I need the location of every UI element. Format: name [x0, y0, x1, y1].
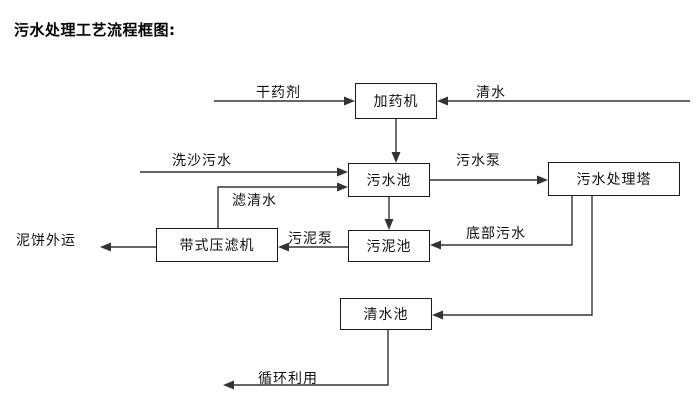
edge-label-dry-chemical: 干药剂: [256, 85, 301, 101]
edge-dosing-to-sewage-pool: [391, 119, 401, 163]
page-title: 污水处理工艺流程框图:: [14, 21, 176, 39]
node-dosing-machine[interactable]: 加药机: [355, 83, 437, 119]
node-sludge-pool[interactable]: 污泥池: [348, 230, 430, 262]
edge-label-sewage-pump: 污水泵: [456, 153, 501, 169]
edge-belt-filter-to-mud-cake: [100, 242, 156, 252]
edge-sewage-pool-to-tower: [430, 175, 548, 185]
edge-label-clean-water: 清水: [476, 85, 506, 101]
edge-sand-wash-to-sewage-pool: [140, 167, 348, 177]
edge-label-sand-wash-water: 洗沙污水: [172, 153, 232, 169]
edge-label-sludge-pump: 污泥泵: [288, 231, 333, 247]
edge-label-filtrate-water: 滤清水: [232, 193, 277, 209]
edge-label-bottom-sewage: 底部污水: [466, 226, 526, 242]
node-clearwater-pool[interactable]: 清水池: [340, 298, 432, 330]
edge-sludge-pool-to-belt-filter: [278, 242, 348, 252]
edge-clean-water-to-dosing: [437, 96, 690, 106]
node-sewage-pool[interactable]: 污水池: [348, 163, 430, 197]
edge-sewage-pool-to-sludge-pool: [384, 197, 394, 230]
node-belt-filter[interactable]: 带式压滤机: [156, 228, 278, 262]
edge-tower-to-clearwater-pool: [432, 196, 593, 320]
edge-label-recycle-use: 循环利用: [258, 371, 318, 387]
terminal-label-mud-cake-out: 泥饼外运: [16, 233, 76, 249]
edge-tower-bottom-sewage-to-sludge-pool: [430, 196, 573, 250]
node-treatment-tower[interactable]: 污水处理塔: [548, 162, 680, 196]
edge-clearwater-to-recycle: [223, 330, 389, 390]
edge-dry-chemical-to-dosing: [214, 96, 355, 106]
edge-filtrate-to-sewage-pool: [217, 182, 348, 228]
